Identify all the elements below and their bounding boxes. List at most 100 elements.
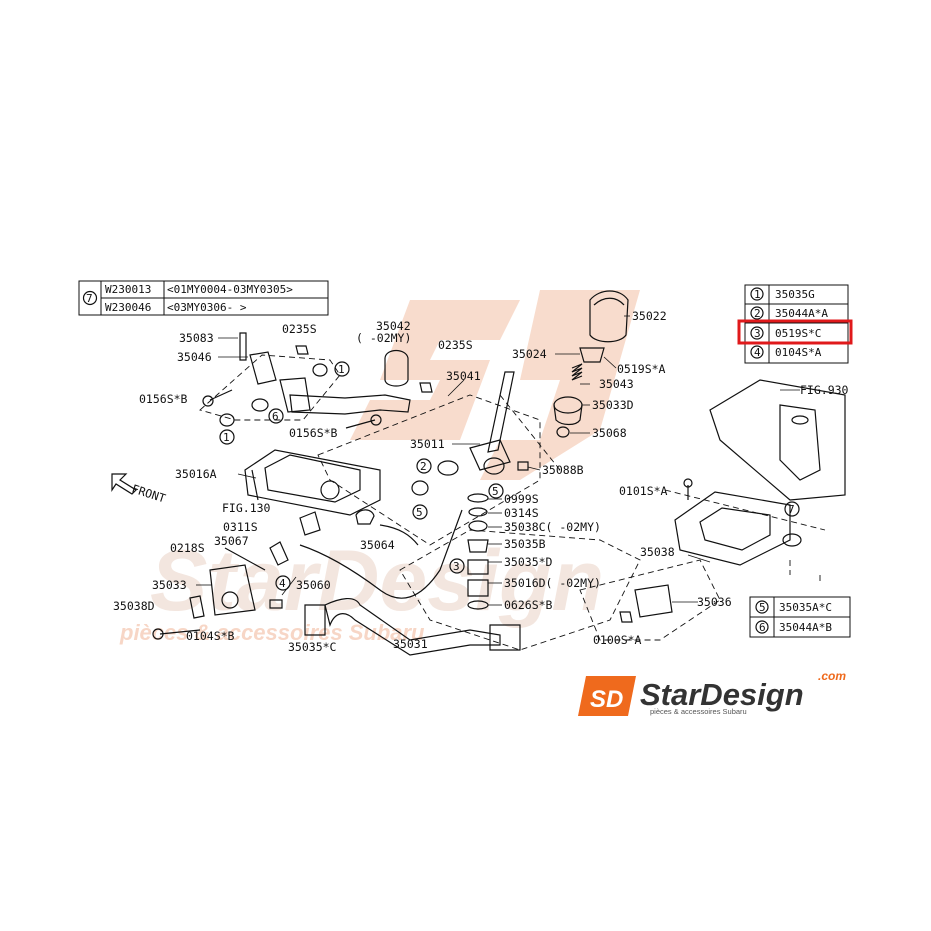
legend-num-6: 6 [759,621,766,634]
label-35041: 35041 [446,369,481,383]
brand-name: StarDesign [640,677,804,712]
label-35038: 35038 [640,545,675,559]
cable-35060 [299,509,463,599]
watermark-logo-left [350,300,520,440]
bracket-fig130 [299,511,321,536]
callout-2: 2 [420,460,427,473]
label-35060: 35060 [296,578,331,592]
label-0104sb: 0104S*B [186,629,235,643]
legend-part-1: 35035G [775,288,815,301]
label-0101sa: 0101S*A [619,484,668,498]
label-35064: 35064 [360,538,395,552]
boot-plate-35038 [674,491,791,566]
watermark-tagline: pièces & accessoires Subaru [119,620,425,645]
bush-35016d [467,579,489,597]
assembly-outlines [199,354,826,651]
washer-35068 [556,426,570,438]
bolt-35088b [517,461,529,471]
highlight-box [737,319,853,345]
label-35035b: 35035B [504,537,546,551]
bush-35035b [467,539,489,553]
label-0311s: 0311S [223,520,258,534]
rod-35031 [324,598,501,656]
shift-lever-parts [152,290,846,656]
label-35035c: 35035*C [288,640,337,654]
label-35043: 35043 [599,377,634,391]
label-0100sa: 0100S*A [593,633,642,647]
bush-35035d [467,559,489,575]
bushing-35033d [553,404,583,426]
label-0519sa: 0519S*A [617,362,666,376]
callout-5b: 5 [492,485,499,498]
label-0626sb: 0626S*B [504,598,553,612]
pin-35083 [239,332,247,361]
legend-top: 1 2 3 4 35035G 35044A*A 0519S*C 0104S*A [737,284,853,364]
label-35016d: 35016D( -02MY) [504,576,601,590]
bush-35038c [468,520,488,532]
legend-num-3: 3 [754,327,761,340]
label-0314s: 0314S [504,506,539,520]
label-fig930: FIG.930 [800,383,849,397]
bracket-35033 [209,564,256,616]
label-35011: 35011 [410,437,445,451]
shift-lever-rod [487,371,515,453]
callout-5a: 5 [416,506,423,519]
bush-35035c [304,604,326,636]
variant-marker-circle [82,290,98,306]
leader-lines [196,315,800,606]
label-35036: 35036 [697,595,732,609]
legend-part-5: 35035A*C [779,601,832,614]
console-fig930 [709,379,846,501]
label-35038c: 35038C( -02MY) [504,520,601,534]
legend-part-6: 35044A*B [779,621,832,634]
callout-3: 3 [453,560,460,573]
label-0218s: 0218S [170,541,205,555]
callout-4: 4 [279,577,286,590]
brand-badge-icon [578,676,636,716]
label-0235s-b: 0235S [438,338,473,352]
label-35083: 35083 [179,331,214,345]
label-35035d: 35035*D [504,555,553,569]
label-35046: 35046 [177,350,212,364]
legend-part-3: 0519S*C [775,327,821,340]
label-0235s-a: 0235S [282,322,317,336]
callouts: 1 1 2 3 4 5 5 6 7 [219,361,800,591]
part-labels: 35083 0235S 35042 ( -02MY) 0235S 35046 3… [113,309,849,654]
label-35033: 35033 [152,578,187,592]
front-arrow-icon [111,473,137,495]
label-35038d: 35038D [113,599,155,613]
knob-adapter [579,347,605,363]
clip-35064 [355,509,375,525]
clip-0314s [468,507,488,517]
label-fig130: FIG.130 [222,501,271,515]
label-35016a: 35016A [175,467,217,481]
watermark-logo-right [480,290,640,480]
callout-1b: 1 [223,431,230,444]
legend-num-5: 5 [759,601,766,614]
ring-0999s [467,493,489,503]
label-35088b: 35088B [542,463,584,477]
label-front: FRONT [130,482,167,506]
legend-num-2: 2 [754,307,761,320]
arm-35041 [289,394,411,415]
label-35033d: 35033D [592,398,634,412]
bracket-35046 [249,351,277,385]
brand-tagline: pièces & accessoires Subaru [650,707,747,716]
label-35042: 35042 [376,319,411,333]
label-35024: 35024 [512,347,547,361]
brand-domain: .com [818,669,846,683]
legend-bottom: 5 6 35035A*C 35044A*B [749,596,851,638]
shift-knob [589,290,629,343]
variant-range-1: <01MY0004-03MY0305> [167,283,293,296]
label-35031: 35031 [393,637,428,651]
callout-6: 6 [272,410,279,423]
brand-badge-text: SD [590,686,623,713]
spring [571,363,583,381]
legend-part-2: 35044A*A [775,307,828,320]
legend-num-1: 1 [754,288,761,301]
variant-table: 7 W230013 <01MY0004-03MY0305> W230046 <0… [78,280,329,316]
callout-1a: 1 [338,363,345,376]
label-35067: 35067 [214,534,249,548]
